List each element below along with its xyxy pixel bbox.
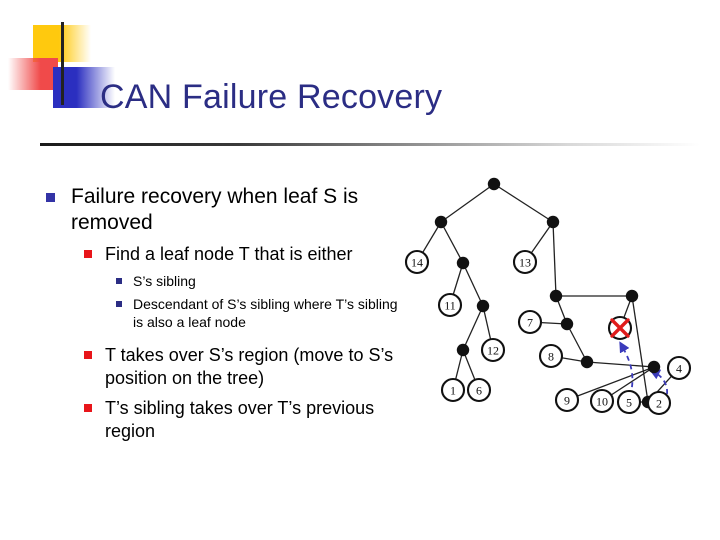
list-item: Failure recovery when leaf S is removed (46, 184, 401, 236)
tree-edge (440, 221, 464, 264)
square-bullet-icon (116, 278, 122, 284)
tree-edge (440, 183, 495, 223)
tree-internal-node (546, 215, 560, 229)
tree-leaf-label: 5 (626, 395, 632, 409)
tree-leaf-label: 1 (450, 383, 456, 397)
tree-leaf-label: 11 (444, 298, 456, 312)
list-item-label: Failure recovery when leaf S is removed (71, 185, 359, 234)
tree-leaf-label: 7 (527, 315, 533, 329)
tree-leaf-node (517, 309, 543, 335)
tree-internal-node (560, 317, 574, 331)
list-item: S’s sibling (116, 272, 403, 290)
tree-edge (631, 295, 649, 403)
title-underline-rule (40, 143, 700, 146)
tree-leaf-node (466, 377, 492, 403)
logo-red-square (8, 58, 58, 90)
tree-internal-node (487, 177, 501, 191)
tree-leaf-label: 2 (656, 396, 662, 410)
square-bullet-icon (84, 404, 92, 412)
square-bullet-icon (116, 301, 122, 307)
tree-leaf-label: 9 (564, 393, 570, 407)
reassignment-arrow (619, 341, 634, 397)
tree-internal-node (580, 355, 594, 369)
tree-edge (462, 262, 484, 307)
list-item-label: T’s sibling takes over T’s previous regi… (105, 398, 375, 441)
tree-leaf-node (512, 249, 538, 275)
list-item: T’s sibling takes over T’s previous regi… (84, 397, 405, 443)
tree-leaf-label: 13 (519, 255, 531, 269)
binary-tree-diagram: 14 11 12 1 6 13 7 8 9 10 5 2 4 (390, 160, 720, 425)
tree-internal-node (456, 343, 470, 357)
tree-nodes: 14 11 12 1 6 13 7 8 9 10 5 2 4 (404, 177, 692, 416)
list-item: T takes over S’s region (move to S’s pos… (84, 344, 405, 390)
tree-internal-node (456, 256, 470, 270)
tree-internal-node (549, 289, 563, 303)
tree-leaf-node (589, 388, 615, 414)
tree-leaf-label: 10 (596, 394, 608, 408)
tree-leaf-label: 14 (411, 255, 423, 269)
tree-leaf-node (437, 292, 463, 318)
page-title: CAN Failure Recovery (100, 78, 443, 116)
tree-edge (552, 221, 557, 297)
tree-edge (462, 305, 484, 351)
list-item-label: Descendant of S’s sibling where T’s sibl… (133, 296, 398, 330)
list-item-label: S’s sibling (133, 273, 196, 289)
tree-internal-node (476, 299, 490, 313)
list-item: Find a leaf node T that is either (84, 243, 405, 266)
reassignment-arrow (649, 369, 668, 395)
logo-vertical-rule (61, 22, 64, 105)
tree-leaf-node (554, 387, 580, 413)
tree-leaf-node (404, 249, 430, 275)
tree-edge (493, 183, 554, 223)
tree-edge (566, 366, 655, 401)
tree-leaf-node (646, 390, 672, 416)
tree-leaf-label: 12 (487, 343, 499, 357)
tree-leaf-label: 8 (548, 349, 554, 363)
tree-leaf-node (480, 337, 506, 363)
square-bullet-icon (46, 193, 55, 202)
list-item: Descendant of S’s sibling where T’s sibl… (116, 295, 403, 331)
list-item-label: Find a leaf node T that is either (105, 244, 353, 264)
tree-leaf-node (616, 389, 642, 415)
tree-leaf-node (538, 343, 564, 369)
tree-svg: 14 11 12 1 6 13 7 8 9 10 5 2 4 (404, 177, 692, 416)
tree-leaf-label: 6 (476, 383, 482, 397)
square-bullet-icon (84, 250, 92, 258)
tree-edges (416, 183, 680, 404)
square-bullet-icon (84, 351, 92, 359)
list-item-label: T takes over S’s region (move to S’s pos… (105, 345, 394, 388)
tree-internal-node (434, 215, 448, 229)
failed-node-x-icon (610, 318, 630, 338)
tree-internal-node (625, 289, 639, 303)
tree-leaf-label: 4 (676, 361, 682, 375)
tree-leaf-node (666, 355, 692, 381)
tree-edge (566, 323, 588, 363)
tree-edge (586, 361, 655, 368)
tree-leaf-node (440, 377, 466, 403)
tree-internal-node (647, 360, 661, 374)
slide-logo-decoration (0, 0, 170, 115)
